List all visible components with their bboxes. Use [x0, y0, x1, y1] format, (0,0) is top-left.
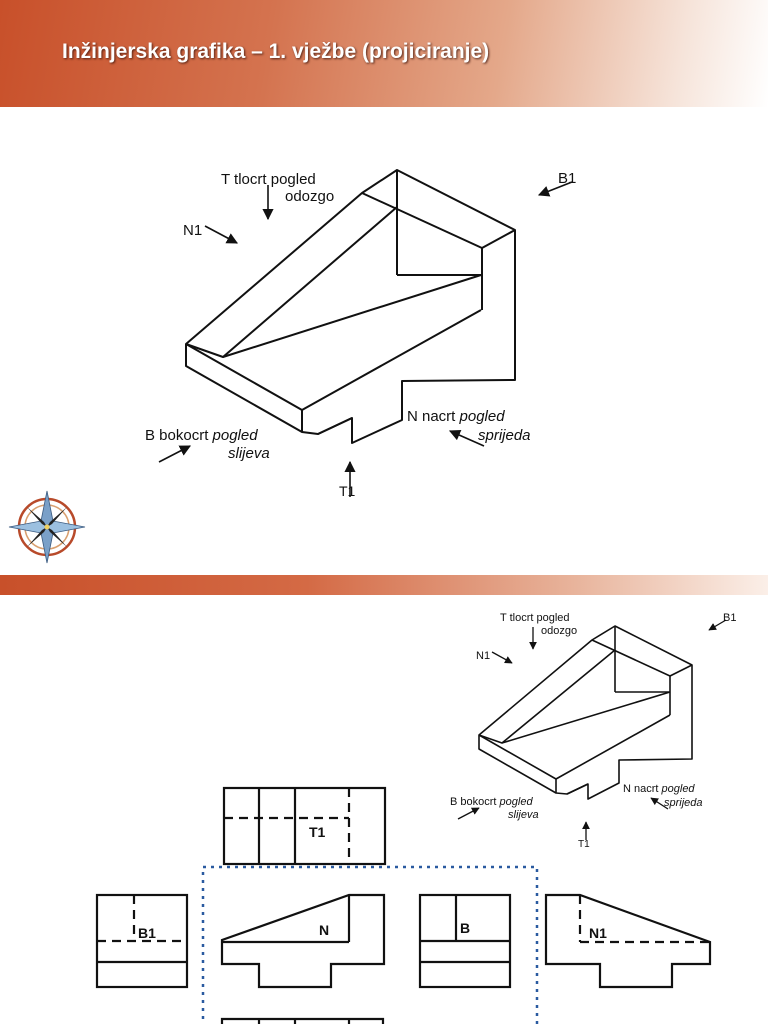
label-front-view: N nacrt pogled — [407, 408, 505, 425]
view-b1 — [95, 893, 189, 989]
view-bottom — [220, 1017, 385, 1024]
view-b — [418, 893, 512, 989]
slide-2: T tlocrt pogled odozgo B1 N1 B bokocrt p… — [0, 575, 768, 1024]
dotted-frame — [201, 865, 539, 1024]
slide-1: Inžinjerska grafika – 1. vježbe (projici… — [0, 0, 768, 564]
isometric-drawing-large: T tlocrt pogled odozgo B1 N1 B bokocrt p… — [8, 169, 576, 564]
label-view-n: N — [319, 922, 329, 938]
label-front-view-line2: sprijeda — [478, 427, 531, 444]
label-front-view-line2-small: sprijeda — [664, 797, 703, 809]
projection-drawing: T tlocrt pogled odozgo B1 N1 B bokocrt p… — [95, 612, 736, 1024]
label-top-view-line2-small: odozgo — [541, 625, 577, 637]
label-view-b: B — [460, 920, 470, 936]
label-view-t1: T1 — [309, 824, 326, 840]
label-front-view-small: N nacrt pogled — [623, 783, 695, 795]
view-n1 — [544, 893, 712, 989]
label-view-b1: B1 — [138, 925, 156, 941]
label-top-view-line1: T tlocrt pogled — [221, 171, 316, 188]
label-view-n1: N1 — [589, 925, 607, 941]
compass-rose-icon — [8, 490, 86, 564]
label-side-view-line2-small: slijeva — [508, 809, 539, 821]
label-t1: T1 — [339, 483, 356, 499]
view-n — [220, 893, 386, 989]
isometric-part — [185, 169, 516, 444]
label-top-view-line2: odozgo — [285, 188, 334, 205]
label-t1-small: T1 — [578, 839, 590, 850]
header-band — [0, 0, 768, 107]
isometric-part-small — [478, 625, 693, 800]
view-t1 — [222, 786, 387, 866]
label-b1: B1 — [558, 170, 576, 187]
label-b1-small: B1 — [723, 612, 736, 624]
orthographic-views — [95, 786, 712, 1024]
header-band-thin — [0, 575, 768, 595]
label-side-view-line2: slijeva — [228, 445, 270, 462]
label-n1-small: N1 — [476, 650, 490, 662]
view-arrows — [158, 181, 573, 497]
label-side-view: B bokocrt pogled — [145, 427, 258, 444]
slide-title: Inžinjerska grafika – 1. vježbe (projici… — [62, 40, 490, 63]
label-side-view-small: B bokocrt pogled — [450, 796, 533, 808]
label-top-view-line1-small: T tlocrt pogled — [500, 612, 570, 624]
view-arrows-small — [457, 619, 727, 840]
label-n1: N1 — [183, 222, 202, 239]
